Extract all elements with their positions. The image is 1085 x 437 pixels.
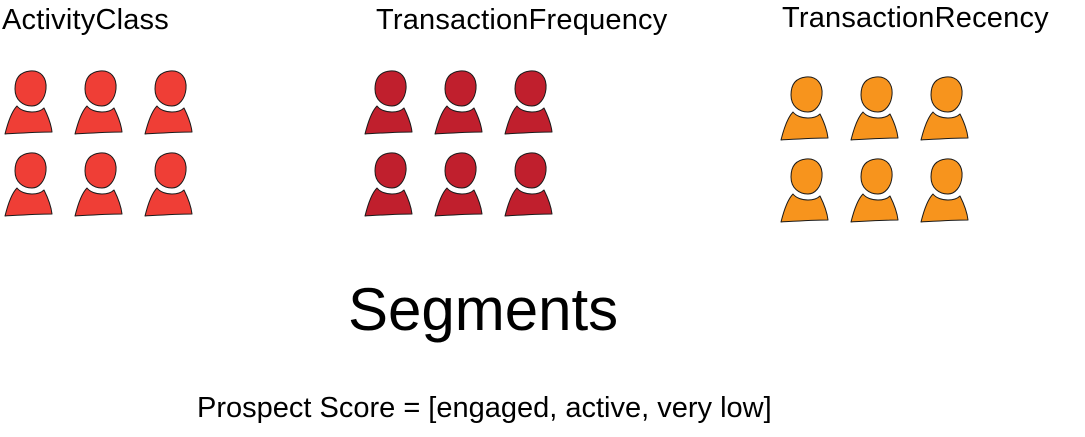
person-icon [364, 70, 413, 135]
person-head [374, 152, 407, 189]
person-icon [74, 152, 123, 217]
person-head [14, 70, 47, 107]
person-icon [434, 152, 483, 217]
person-body [74, 187, 123, 217]
person-body [74, 105, 123, 135]
person-head [930, 76, 963, 113]
person-body [4, 187, 53, 217]
person-body [504, 187, 553, 217]
segments-title: Segments [348, 276, 619, 343]
person-body [364, 105, 413, 135]
person-head [860, 76, 893, 113]
person-body [504, 105, 553, 135]
person-head [790, 158, 823, 195]
person-body [434, 105, 483, 135]
group-label-transaction-frequency: TransactionFrequency [376, 4, 668, 36]
person-icon [920, 76, 969, 141]
people-group-transaction-recency [780, 76, 969, 223]
person-head [860, 158, 893, 195]
people-group-activity-class [4, 70, 193, 217]
person-body [364, 187, 413, 217]
person-body [850, 111, 899, 141]
person-head [84, 70, 117, 107]
person-body [920, 193, 969, 223]
person-head [514, 70, 547, 107]
person-icon [850, 158, 899, 223]
person-head [154, 152, 187, 189]
person-icon [780, 158, 829, 223]
person-icon [74, 70, 123, 135]
group-label-transaction-recency: TransactionRecency [782, 2, 1049, 34]
person-icon [4, 70, 53, 135]
person-head [84, 152, 117, 189]
person-icon [144, 152, 193, 217]
person-body [920, 111, 969, 141]
person-head [444, 70, 477, 107]
person-icon [504, 152, 553, 217]
person-body [144, 105, 193, 135]
person-body [4, 105, 53, 135]
person-head [930, 158, 963, 195]
person-icon [504, 70, 553, 135]
person-head [514, 152, 547, 189]
person-head [14, 152, 47, 189]
person-icon [780, 76, 829, 141]
person-icon [434, 70, 483, 135]
person-body [144, 187, 193, 217]
person-icon [4, 152, 53, 217]
person-icon [850, 76, 899, 141]
people-group-transaction-frequency [364, 70, 553, 217]
person-body [850, 193, 899, 223]
person-icon [920, 158, 969, 223]
person-head [374, 70, 407, 107]
person-head [790, 76, 823, 113]
group-label-activity-class: ActivityClass [2, 4, 169, 36]
person-head [444, 152, 477, 189]
person-body [780, 111, 829, 141]
person-body [434, 187, 483, 217]
person-head [154, 70, 187, 107]
person-body [780, 193, 829, 223]
person-icon [364, 152, 413, 217]
prospect-score-text: Prospect Score = [engaged, active, very … [197, 392, 772, 424]
person-icon [144, 70, 193, 135]
